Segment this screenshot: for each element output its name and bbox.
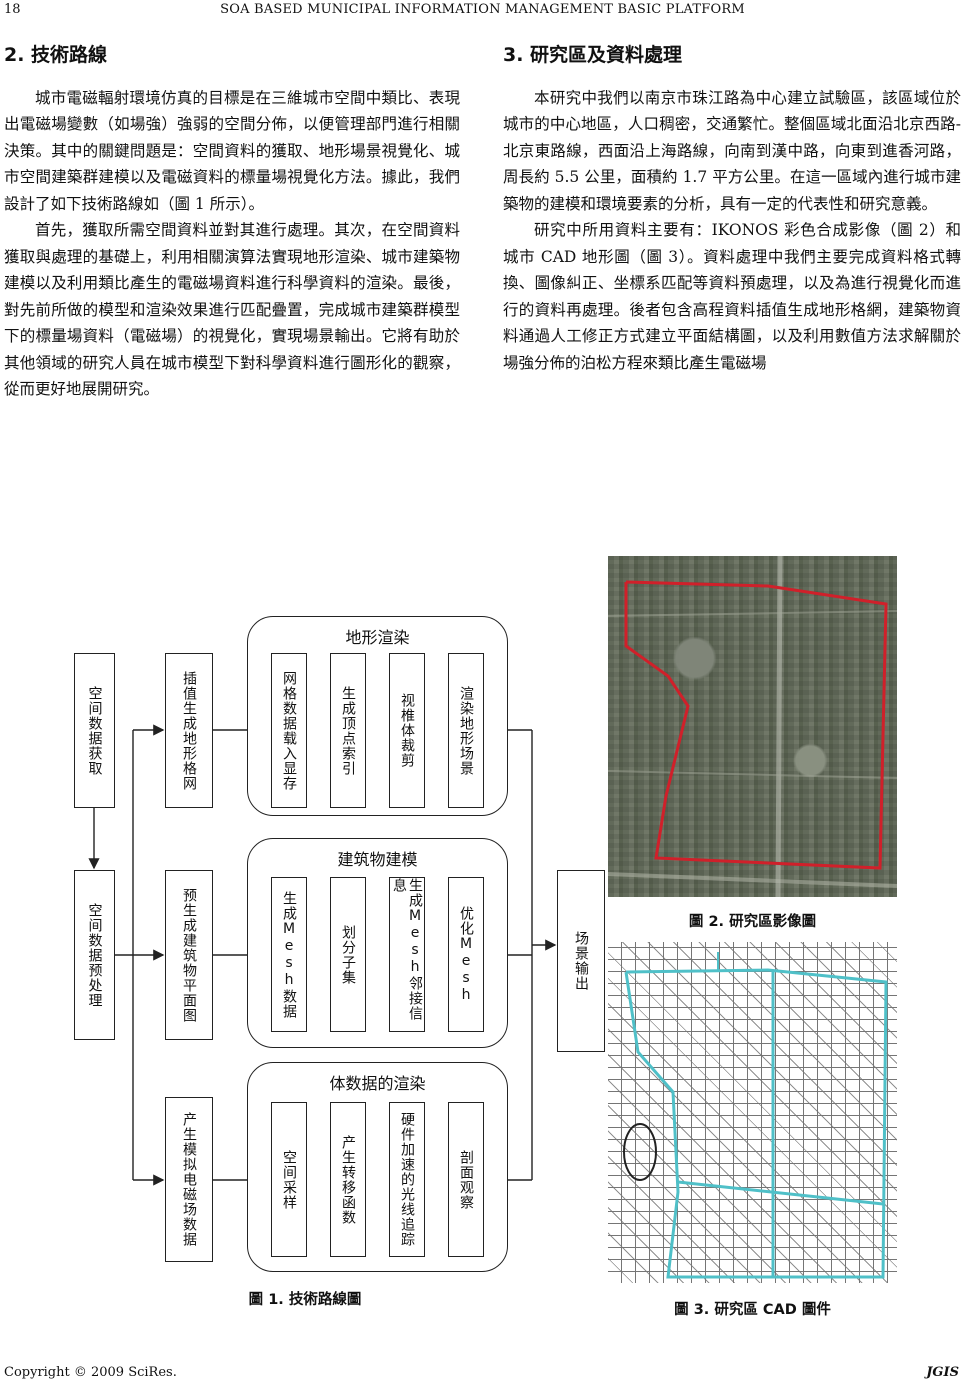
step-subsets: 划分子集 xyxy=(330,877,366,1032)
step-vertex-index: 生成顶点索引 xyxy=(330,653,366,808)
step-transfer-function: 产生转移函数 xyxy=(330,1102,366,1257)
running-title: SOA BASED MUNICIPAL INFORMATION MANAGEME… xyxy=(220,2,745,17)
box-building-plan: 预生成建筑物平面图 xyxy=(165,870,213,1040)
footer-copyright: Copyright © 2009 SciRes. xyxy=(4,1365,177,1380)
box-interpolate-terrain-grid: 插值生成地形格网 xyxy=(165,653,213,808)
section-2-heading: 2. 技術路線 xyxy=(4,44,108,66)
section-3-heading: 3. 研究區及資料處理 xyxy=(503,44,683,66)
satellite-overlay xyxy=(608,556,897,897)
figure-1-flowchart: 空间数据获取 空间数据预处理 插值生成地形格网 预生成建筑物平面图 产生模拟电磁… xyxy=(0,600,610,1320)
step-optimize-mesh: 优化Mesh xyxy=(448,877,484,1032)
running-header: SOA BASED MUNICIPAL INFORMATION MANAGEME… xyxy=(0,2,965,22)
footer-journal: JGIS xyxy=(926,1365,959,1380)
box-spatial-data-acquisition: 空间数据获取 xyxy=(74,653,115,808)
step-render-terrain: 渲染地形场景 xyxy=(448,653,484,808)
figure-2-caption: 圖 2. 研究區影像圖 xyxy=(688,914,817,930)
section-2-paragraph-2: 首先，獲取所需空間資料並對其進行處理。其次，在空間資料獲取與處理的基礎上，利用相… xyxy=(4,221,460,398)
step-section-view: 剖面观察 xyxy=(448,1102,484,1257)
figure-3-caption: 圖 3. 研究區 CAD 圖件 xyxy=(674,1302,831,1318)
figure-2-satellite-image xyxy=(608,556,897,897)
step-frustum-culling: 视椎体裁剪 xyxy=(389,653,425,808)
group-building-modeling-title: 建筑物建模 xyxy=(337,850,418,869)
group-terrain-rendering-title: 地形渲染 xyxy=(345,628,410,647)
figure-1-caption: 圖 1. 技術路線圖 xyxy=(248,1292,362,1308)
step-mesh-adjacency: 生成Mesh邻接信息 xyxy=(389,877,425,1032)
group-volume-rendering-title: 体数据的渲染 xyxy=(329,1074,426,1093)
step-generate-mesh: 生成Mesh数据 xyxy=(271,877,307,1032)
right-column: 3. 研究區及資料處理 本研究中我們以南京市珠江路為中心建立試驗區，該區域位於城… xyxy=(503,42,961,376)
box-simulated-em-data: 产生模拟电磁场数据 xyxy=(165,1097,213,1262)
section-3-paragraph-2: 研究中所用資料主要有：IKONOS 彩色合成影像（圖 2）和城市 CAD 地形圖… xyxy=(503,221,961,372)
box-scene-output: 场景输出 xyxy=(557,870,605,1052)
cad-overlay xyxy=(608,942,897,1283)
figure-3-cad-map xyxy=(608,942,897,1283)
step-hw-ray-tracing: 硬件加速的光线追踪 xyxy=(389,1102,425,1257)
box-spatial-data-preprocessing: 空间数据预处理 xyxy=(74,870,115,1040)
left-column: 2. 技術路線 城市電磁輻射環境仿真的目標是在三維城市空間中類比、表現出電磁場變… xyxy=(4,42,460,403)
section-3-paragraph-1: 本研究中我們以南京市珠江路為中心建立試驗區，該區域位於城市的中心地區，人口稠密，… xyxy=(503,88,961,213)
section-2-paragraph-1: 城市電磁輻射環境仿真的目標是在三維城市空間中類比、表現出電磁場變數（如場強）強弱… xyxy=(4,88,460,213)
page-number: 18 xyxy=(4,2,21,17)
step-load-grid-vram: 网格数据载入显存 xyxy=(271,653,307,808)
step-spatial-sampling: 空间采样 xyxy=(271,1102,307,1257)
